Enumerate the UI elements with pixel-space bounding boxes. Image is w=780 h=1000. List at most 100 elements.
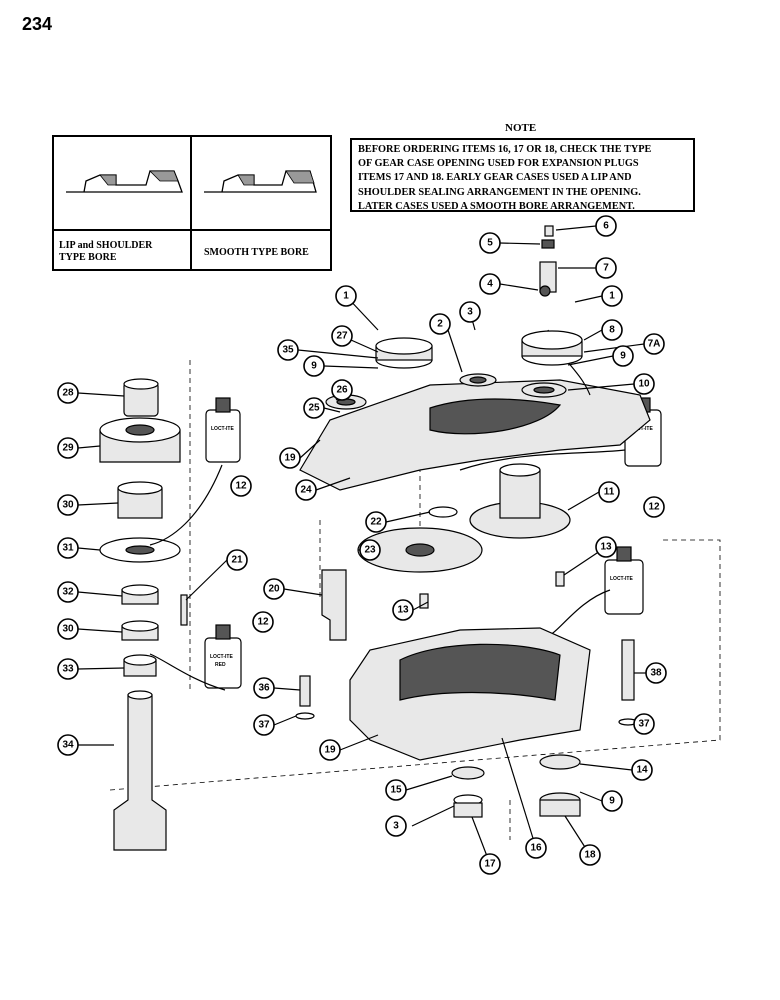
svg-text:9: 9	[311, 361, 317, 372]
svg-text:7A: 7A	[648, 339, 661, 350]
part-38-bolt	[621, 639, 635, 701]
svg-text:13: 13	[397, 605, 409, 616]
part-34-pinion-shaft	[113, 694, 167, 851]
svg-text:20: 20	[268, 584, 280, 595]
callout: 34	[57, 734, 79, 756]
svg-text:38: 38	[650, 668, 662, 679]
callout: 2	[429, 313, 451, 335]
svg-text:12: 12	[235, 481, 247, 492]
svg-text:3: 3	[467, 307, 473, 318]
part-5-nut	[541, 239, 555, 249]
svg-text:14: 14	[636, 765, 648, 776]
callout: 3	[459, 301, 481, 323]
part-4-fitting	[539, 285, 551, 297]
part-13-pin	[555, 571, 565, 587]
svg-text:1: 1	[609, 291, 615, 302]
callout: 12	[230, 475, 252, 497]
svg-text:12: 12	[648, 502, 660, 513]
callout: 21	[226, 549, 248, 571]
note-line: ITEMS 17 AND 18. EARLY GEAR CASES USED A…	[358, 172, 632, 184]
callout: 1	[601, 285, 623, 307]
note-line: LATER CASES USED A SMOOTH BORE ARRANGEME…	[358, 200, 635, 212]
svg-text:17: 17	[484, 859, 496, 870]
callout: 26	[331, 379, 353, 401]
svg-text:23: 23	[364, 545, 376, 556]
callout: 15	[385, 779, 407, 801]
smooth-bore-hatch	[237, 170, 315, 186]
bottle-line	[149, 653, 226, 691]
callout: 36	[253, 677, 275, 699]
part-15-bearing	[451, 766, 485, 780]
part-37-washer	[295, 712, 315, 720]
callout: 25	[303, 397, 325, 419]
callout: 23	[359, 539, 381, 561]
svg-text:2: 2	[437, 319, 443, 330]
svg-text:1: 1	[343, 291, 349, 302]
svg-text:15: 15	[390, 785, 402, 796]
svg-text:7: 7	[603, 263, 609, 274]
callout: 24	[295, 479, 317, 501]
callout: 8	[601, 319, 623, 341]
svg-text:24: 24	[300, 485, 312, 496]
note-box: BEFORE ORDERING ITEMS 16, 17 OR 18, CHEC…	[350, 138, 695, 212]
part-13-pin	[419, 593, 429, 609]
svg-text:LOCT-ITE: LOCT-ITE	[630, 426, 653, 432]
callout: 22	[365, 511, 387, 533]
svg-text:18: 18	[584, 850, 596, 861]
callout: 19	[279, 447, 301, 469]
svg-text:8: 8	[609, 325, 615, 336]
part-20-pinion	[321, 569, 347, 641]
svg-text:11: 11	[604, 487, 615, 498]
part-6-fitting	[544, 225, 554, 237]
callout: 9	[601, 790, 623, 812]
callout: 3	[385, 815, 407, 837]
svg-text:4: 4	[487, 279, 493, 290]
gear-case-interior	[399, 643, 561, 701]
part-36-bolt	[299, 675, 311, 707]
callout: 13	[392, 599, 414, 621]
svg-text:21: 21	[231, 555, 243, 566]
svg-text:26: 26	[336, 385, 348, 396]
callout: 27	[331, 325, 353, 347]
callout: 30	[57, 618, 79, 640]
svg-text:34: 34	[62, 740, 74, 751]
callout: 12	[643, 496, 665, 518]
svg-text:5: 5	[487, 238, 493, 249]
callout: 38	[645, 662, 667, 684]
part-24-cover-plate	[299, 379, 651, 491]
svg-text:28: 28	[62, 388, 74, 399]
svg-text:30: 30	[62, 624, 74, 635]
bottle-line	[149, 464, 223, 546]
callout: 4	[479, 273, 501, 295]
part-22-washer	[428, 506, 458, 518]
svg-text:25: 25	[308, 403, 320, 414]
bottle-line	[459, 449, 626, 471]
callout: 11	[598, 481, 620, 503]
callout: 9	[612, 345, 634, 367]
note-title: NOTE	[505, 122, 537, 134]
svg-text:30: 30	[62, 500, 74, 511]
svg-text:37: 37	[258, 720, 270, 731]
callout: 9	[303, 355, 325, 377]
part-17-plug	[453, 802, 483, 818]
svg-text:31: 31	[62, 543, 74, 554]
svg-text:27: 27	[336, 331, 348, 342]
svg-text:19: 19	[324, 745, 336, 756]
callout: 14	[631, 759, 653, 781]
callout: 29	[57, 437, 79, 459]
svg-text:37: 37	[638, 719, 650, 730]
svg-text:22: 22	[370, 517, 382, 528]
table-divider	[190, 137, 192, 269]
page-number: 234	[22, 14, 53, 34]
smooth-bore-label: SMOOTH TYPE BORE	[204, 247, 309, 258]
table-divider	[54, 229, 330, 231]
cover-plate-opening	[429, 398, 562, 435]
svg-text:13: 13	[600, 542, 612, 553]
callout: 16	[525, 837, 547, 859]
callout: 20	[263, 578, 285, 600]
callout: 12	[252, 611, 274, 633]
svg-text:19: 19	[284, 453, 296, 464]
lip-shoulder-hatch	[99, 170, 179, 186]
note-line: OF GEAR CASE OPENING USED FOR EXPANSION …	[358, 158, 639, 170]
